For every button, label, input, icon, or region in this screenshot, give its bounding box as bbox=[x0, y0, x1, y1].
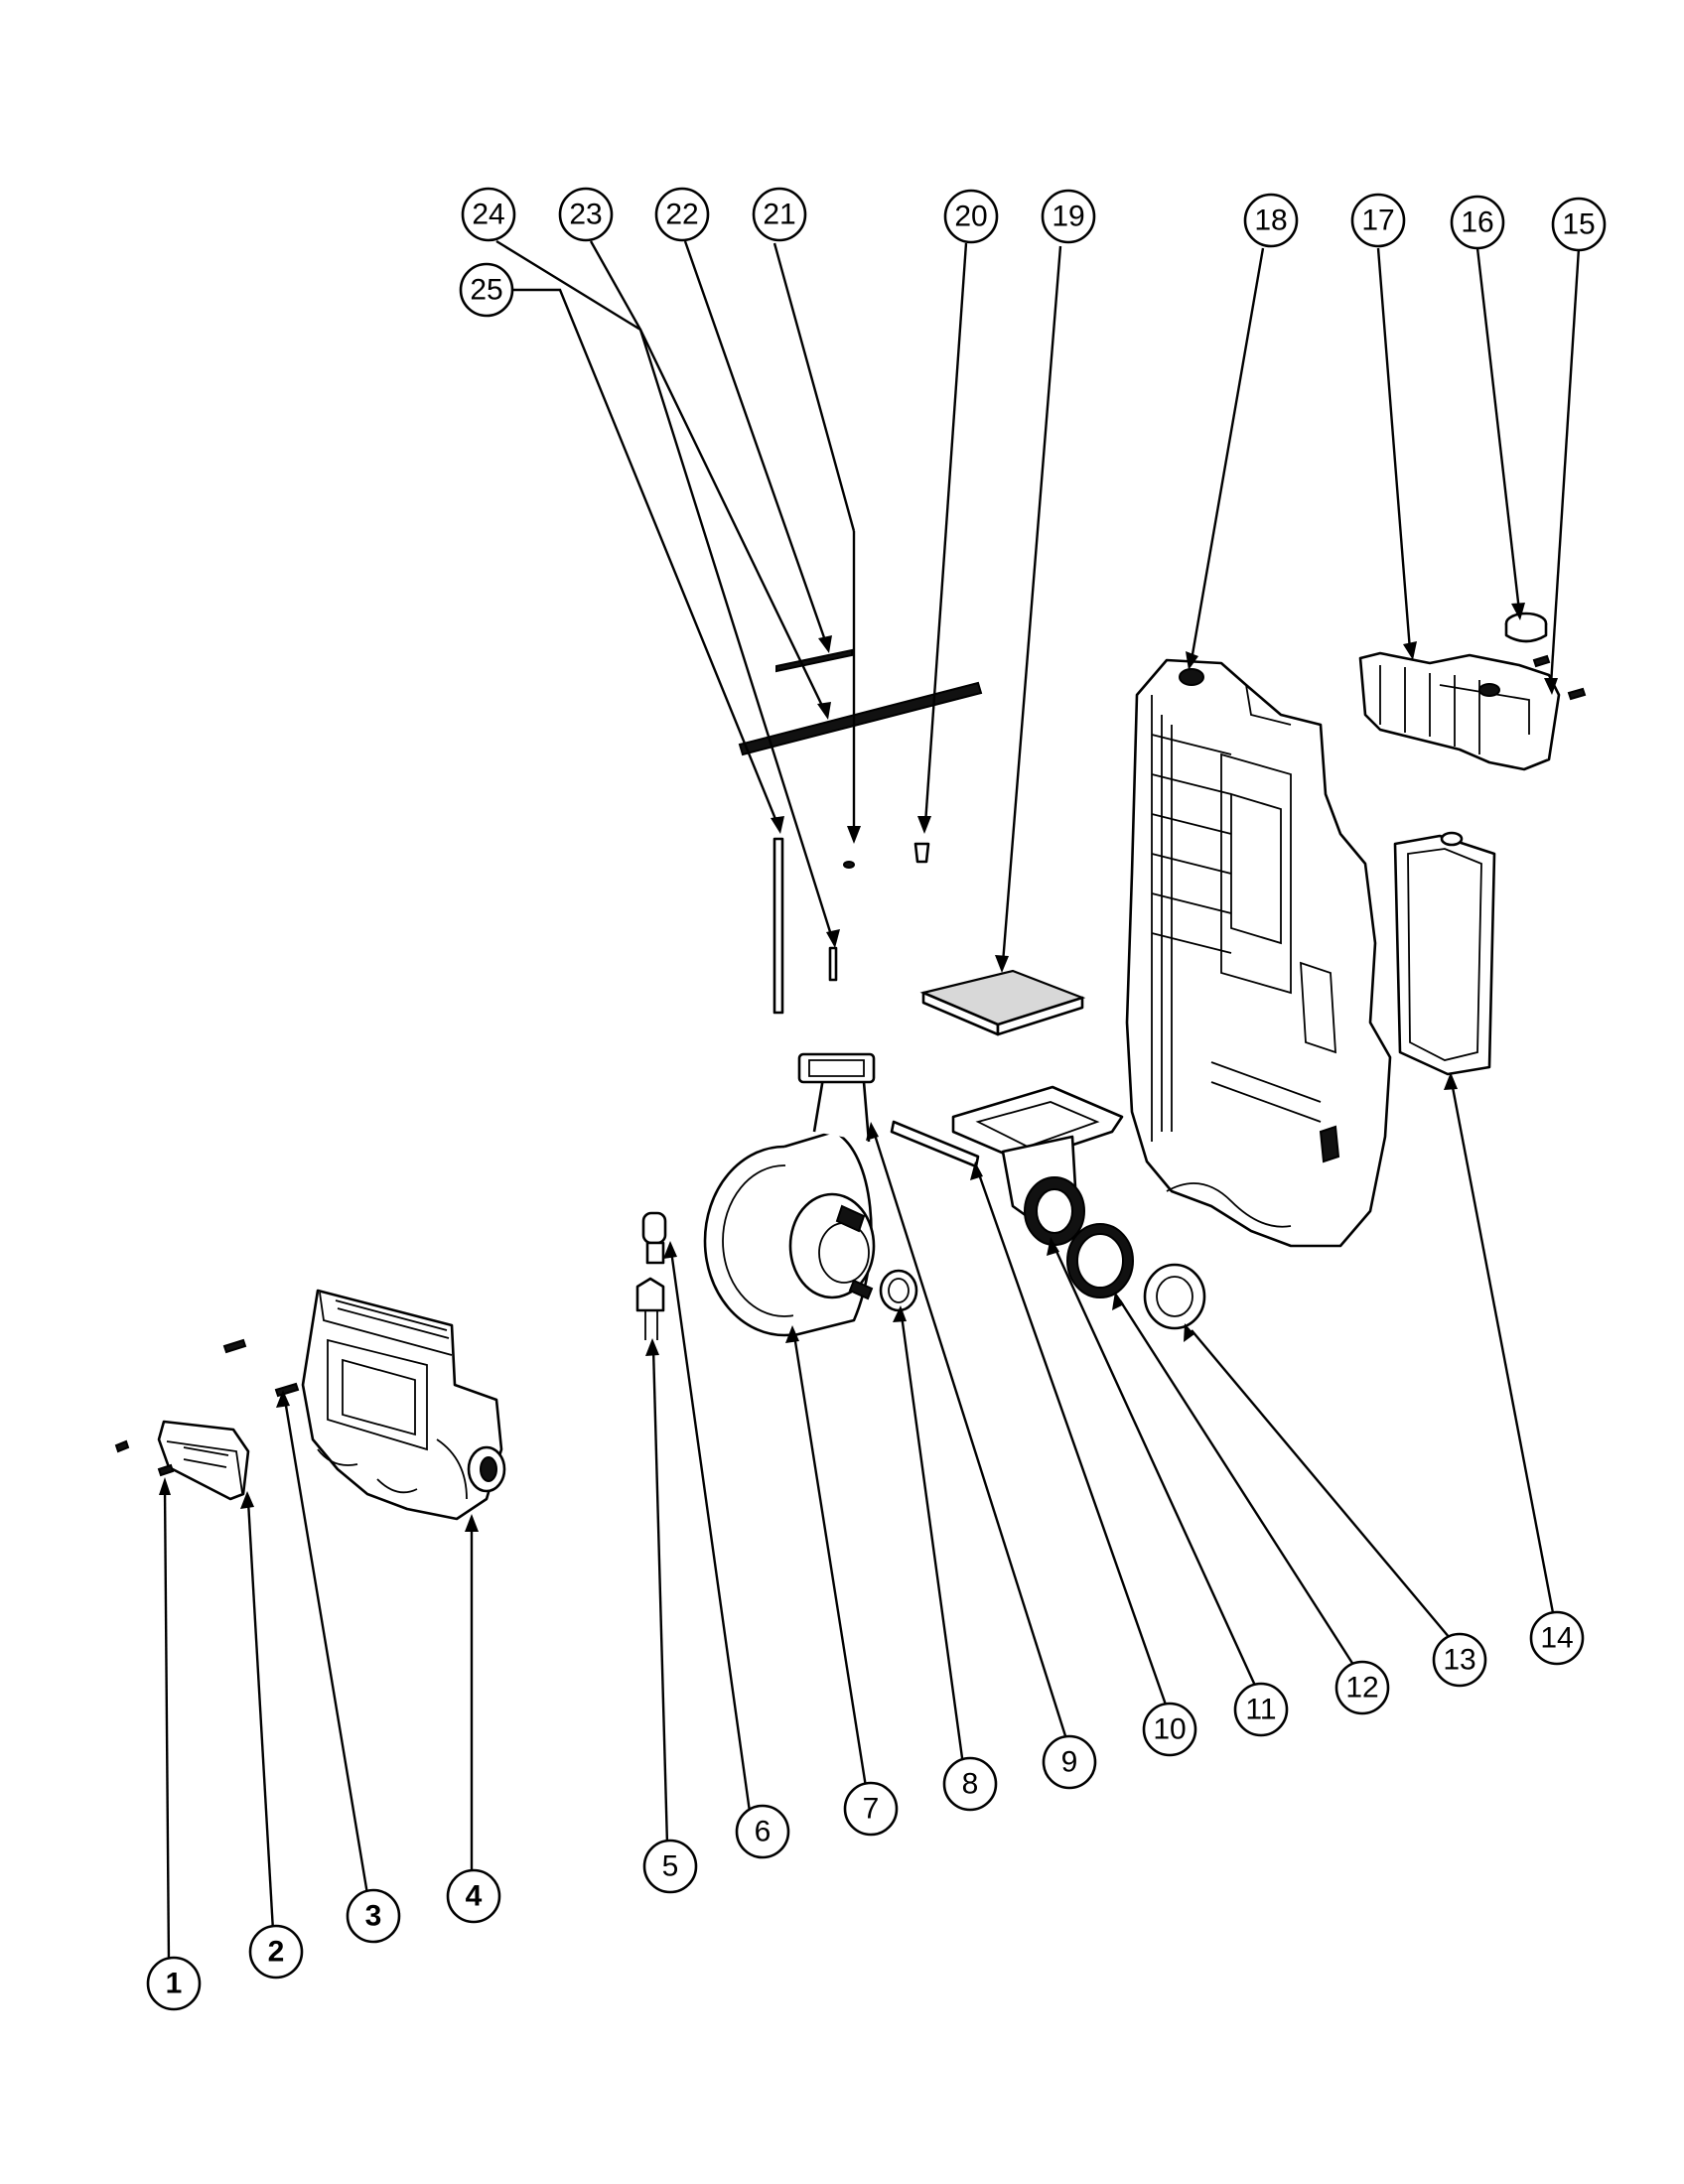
svg-text:4: 4 bbox=[466, 1880, 483, 1913]
callout-5: 5 bbox=[642, 1839, 698, 1894]
callout-11: 11 bbox=[1233, 1682, 1289, 1737]
callout-18: 18 bbox=[1243, 193, 1299, 248]
svg-text:7: 7 bbox=[863, 1793, 880, 1826]
svg-text:11: 11 bbox=[1245, 1694, 1276, 1726]
callout-13: 13 bbox=[1432, 1632, 1487, 1688]
part-switch-cover bbox=[114, 1420, 250, 1501]
svg-text:22: 22 bbox=[665, 199, 698, 231]
svg-text:17: 17 bbox=[1361, 205, 1394, 237]
callout-3: 3 bbox=[346, 1888, 401, 1944]
callout-8: 8 bbox=[942, 1756, 998, 1812]
callouts: 1 2 3 4 5 6 7 8 9 10 11 12 13 14 15 16 1… bbox=[146, 187, 1607, 2011]
svg-text:3: 3 bbox=[365, 1900, 382, 1933]
callout-23: 23 bbox=[558, 187, 614, 242]
svg-text:23: 23 bbox=[569, 199, 602, 231]
svg-text:13: 13 bbox=[1443, 1644, 1475, 1677]
callout-12: 12 bbox=[1334, 1660, 1390, 1715]
callout-25: 25 bbox=[459, 262, 514, 318]
svg-text:8: 8 bbox=[962, 1768, 979, 1801]
svg-text:25: 25 bbox=[470, 274, 502, 307]
svg-text:14: 14 bbox=[1540, 1622, 1573, 1655]
part-rings bbox=[1024, 1176, 1206, 1330]
svg-text:2: 2 bbox=[268, 1936, 285, 1969]
part-lower-housing bbox=[301, 1289, 506, 1521]
svg-text:21: 21 bbox=[763, 199, 795, 231]
arrowheads bbox=[159, 603, 1558, 1532]
svg-text:19: 19 bbox=[1052, 201, 1084, 233]
part-filter-cartridge bbox=[1393, 831, 1496, 1076]
svg-text:18: 18 bbox=[1254, 205, 1287, 237]
part-pins bbox=[222, 1338, 300, 1398]
part-top-bracket bbox=[1358, 651, 1561, 771]
callout-6: 6 bbox=[735, 1804, 790, 1859]
svg-text:9: 9 bbox=[1061, 1746, 1078, 1779]
callout-16: 16 bbox=[1450, 195, 1505, 250]
svg-text:5: 5 bbox=[662, 1850, 679, 1883]
callout-14: 14 bbox=[1529, 1610, 1585, 1666]
part-terminal bbox=[635, 1211, 667, 1340]
svg-text:24: 24 bbox=[472, 199, 504, 231]
svg-text:20: 20 bbox=[954, 201, 987, 233]
callout-24: 24 bbox=[461, 187, 516, 242]
svg-text:12: 12 bbox=[1345, 1672, 1378, 1705]
part-main-body bbox=[1125, 658, 1392, 1248]
svg-text:1: 1 bbox=[166, 1968, 183, 2000]
leader-lines bbox=[163, 239, 1581, 1965]
part-filter-pad bbox=[919, 969, 1086, 1036]
part-small-ring bbox=[879, 1269, 918, 1312]
callout-20: 20 bbox=[943, 189, 999, 244]
svg-text:10: 10 bbox=[1153, 1713, 1186, 1746]
part-rods bbox=[738, 648, 983, 1015]
callout-19: 19 bbox=[1041, 189, 1096, 244]
svg-text:6: 6 bbox=[755, 1816, 772, 1848]
part-motor bbox=[703, 1052, 876, 1337]
svg-text:15: 15 bbox=[1562, 208, 1595, 241]
svg-text:16: 16 bbox=[1461, 206, 1493, 239]
callout-4: 4 bbox=[446, 1868, 501, 1924]
callout-10: 10 bbox=[1142, 1702, 1197, 1757]
callout-17: 17 bbox=[1350, 193, 1406, 248]
callout-9: 9 bbox=[1042, 1734, 1097, 1790]
callout-7: 7 bbox=[843, 1781, 899, 1837]
callout-21: 21 bbox=[752, 187, 807, 242]
callout-22: 22 bbox=[654, 187, 710, 242]
callout-2: 2 bbox=[248, 1924, 304, 1979]
part-cap bbox=[1504, 612, 1548, 643]
callout-1: 1 bbox=[146, 1956, 202, 2011]
callout-15: 15 bbox=[1551, 197, 1607, 252]
parts-layer bbox=[114, 612, 1587, 1521]
part-small-pins bbox=[1532, 654, 1587, 701]
